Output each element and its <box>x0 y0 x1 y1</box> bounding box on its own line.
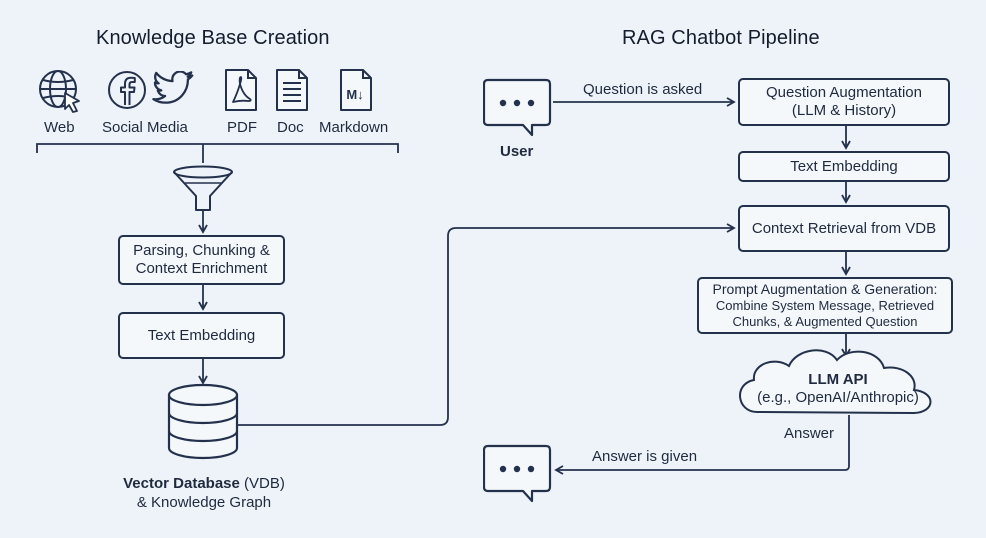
pdf-file-icon <box>225 69 257 111</box>
answer-chat-bubble-icon <box>483 444 552 503</box>
database-icon <box>167 383 239 460</box>
database-label-rest: (VDB) <box>239 475 285 492</box>
llm-cloud-shape <box>739 349 932 415</box>
left-title: Knowledge Base Creation <box>96 27 330 49</box>
prompt-detail-1: Combine System Message, Retrieved <box>715 298 935 313</box>
arrow-database-retrieval <box>235 223 736 426</box>
aug-line-1: Question Augmentation <box>766 84 922 101</box>
database-label-bold: Vector Database <box>123 475 240 492</box>
context-retrieval-box: Context Retrieval from VDB <box>738 205 950 252</box>
left-text-embedding-box: Text Embedding <box>118 312 285 359</box>
twitter-icon <box>152 71 194 104</box>
markdown-glyph: M↓ <box>346 87 363 102</box>
database-label-line2: & Knowledge Graph <box>136 494 272 511</box>
left-text-embedding-label: Text Embedding <box>147 326 256 344</box>
parsing-line-2: Context Enrichment <box>135 260 268 277</box>
parsing-line-1: Parsing, Chunking & <box>133 242 270 259</box>
llm-title: LLM API <box>808 371 868 388</box>
globe-cursor-icon <box>39 70 80 113</box>
right-text-embedding-label: Text Embedding <box>790 157 898 175</box>
source-doc-label: Doc <box>277 119 304 136</box>
markdown-file-icon: M↓ <box>340 69 372 111</box>
answer-given-label: Answer is given <box>592 448 698 465</box>
user-label: User <box>500 143 534 160</box>
question-augmentation-box: Question Augmentation (LLM & History) <box>738 78 950 126</box>
arrow-answer <box>554 415 850 475</box>
prompt-detail-2: Chunks, & Augmented Question <box>732 314 918 329</box>
prompt-title: Prompt Augmentation & Generation: <box>712 281 938 297</box>
question-asked-label: Question is asked <box>583 81 703 98</box>
chat-bubble-icon <box>483 78 552 137</box>
source-social-label: Social Media <box>102 119 188 136</box>
facebook-icon <box>108 71 146 109</box>
context-retrieval-label: Context Retrieval from VDB <box>751 219 937 237</box>
llm-api-label: LLM API (e.g., OpenAI/Anthropic) <box>743 371 933 407</box>
sources-bracket <box>36 143 399 153</box>
llm-subtitle: (e.g., OpenAI/Anthropic) <box>757 389 919 406</box>
prompt-generation-box: Prompt Augmentation & Generation: Combin… <box>697 277 953 334</box>
database-label: Vector Database (VDB) & Knowledge Graph <box>104 474 304 512</box>
source-web-label: Web <box>44 119 75 136</box>
source-markdown-label: Markdown <box>319 119 389 136</box>
aug-line-2: (LLM & History) <box>791 102 897 119</box>
parsing-chunking-box: Parsing, Chunking & Context Enrichment <box>118 235 285 285</box>
doc-file-icon <box>276 69 308 111</box>
source-pdf-label: PDF <box>227 119 257 136</box>
right-title: RAG Chatbot Pipeline <box>622 27 820 49</box>
answer-label: Answer <box>784 425 835 442</box>
right-text-embedding-box: Text Embedding <box>738 151 950 182</box>
funnel-icon <box>173 165 233 211</box>
